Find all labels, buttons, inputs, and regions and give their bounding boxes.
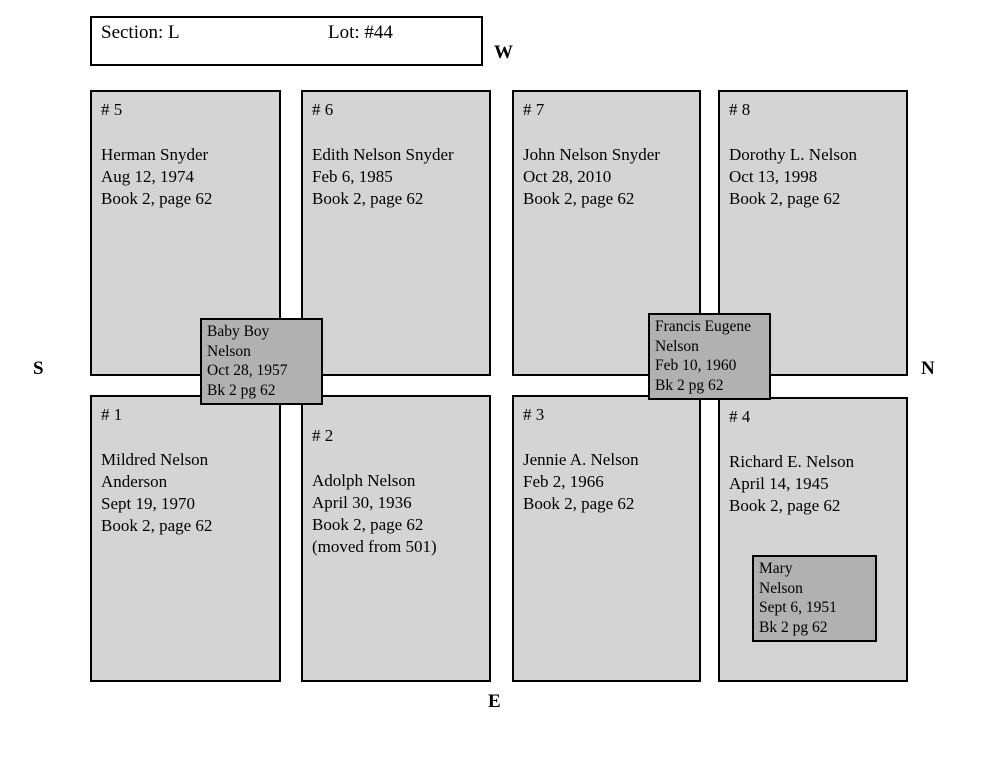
plot-number: # 4: [729, 407, 751, 426]
overlay-name-line: Francis Eugene: [655, 318, 751, 335]
plot-details: Herman Snyder Aug 12, 1974 Book 2, page …: [101, 144, 275, 210]
overlay-name-line-2: Nelson: [207, 342, 251, 360]
plot-book: Book 2, page 62: [312, 515, 424, 534]
overlay-name-line-2: Nelson: [655, 337, 699, 355]
plot-2: # 2 Adolph Nelson April 30, 1936 Book 2,…: [301, 395, 491, 682]
plot-date: Sept 19, 1970: [101, 494, 195, 513]
overlay-baby-boy-nelson: Baby Boy Nelson Oct 28, 1957 Bk 2 pg 62: [200, 318, 323, 405]
overlay-date: Feb 10, 1960: [655, 357, 737, 374]
plot-date: Oct 13, 1998: [729, 167, 818, 186]
plot-details: John Nelson Snyder Oct 28, 2010 Book 2, …: [523, 144, 695, 210]
plot-book: Book 2, page 62: [101, 516, 213, 535]
compass-south: S: [33, 358, 44, 379]
overlay-book: Bk 2 pg 62: [759, 618, 828, 636]
plot-1: # 1 Mildred Nelson Anderson Sept 19, 197…: [90, 395, 281, 682]
plot-name-2: Anderson: [101, 472, 168, 491]
compass-north: N: [921, 358, 935, 379]
plot-name: Edith Nelson Snyder: [312, 145, 454, 164]
plot-number: # 1: [101, 405, 123, 424]
overlay-francis-eugene-nelson: Francis Eugene Nelson Feb 10, 1960 Bk 2 …: [648, 313, 771, 400]
plot-details: Mildred Nelson Anderson Sept 19, 1970 Bo…: [101, 449, 275, 537]
plot-date: Oct 28, 2010: [523, 167, 612, 186]
plot-number: # 5: [101, 100, 123, 119]
plot-note: (moved from 501): [312, 537, 437, 556]
overlay-name-line-2: Nelson: [759, 579, 803, 597]
lot-label: Lot: #44: [328, 22, 393, 43]
plot-date: Feb 2, 1966: [523, 472, 604, 491]
plot-book: Book 2, page 62: [523, 189, 635, 208]
overlay-book: Bk 2 pg 62: [655, 376, 724, 394]
plot-3: # 3 Jennie A. Nelson Feb 2, 1966 Book 2,…: [512, 395, 701, 682]
plot-name: Herman Snyder: [101, 145, 209, 164]
overlay-mary-nelson: Mary Nelson Sept 6, 1951 Bk 2 pg 62: [752, 555, 877, 642]
compass-west: W: [494, 42, 513, 63]
section-label: Section: L: [101, 22, 180, 43]
plot-details: Adolph Nelson April 30, 1936 Book 2, pag…: [312, 470, 485, 558]
overlay-book: Bk 2 pg 62: [207, 381, 276, 399]
plot-name: John Nelson Snyder: [523, 145, 660, 164]
plot-date: April 14, 1945: [729, 474, 829, 493]
plot-name: Adolph Nelson: [312, 471, 416, 490]
plot-number: # 8: [729, 100, 751, 119]
plot-details: Dorothy L. Nelson Oct 13, 1998 Book 2, p…: [729, 144, 902, 210]
plot-name: Dorothy L. Nelson: [729, 145, 857, 164]
overlay-date: Oct 28, 1957: [207, 362, 288, 379]
plot-number: # 6: [312, 100, 334, 119]
lot-header-box: Section: L Lot: #44: [90, 16, 483, 66]
overlay-name-line: Baby Boy: [207, 323, 270, 340]
plot-5: # 5 Herman Snyder Aug 12, 1974 Book 2, p…: [90, 90, 281, 376]
overlay-date: Sept 6, 1951: [759, 599, 837, 616]
plot-6: # 6 Edith Nelson Snyder Feb 6, 1985 Book…: [301, 90, 491, 376]
plot-date: Feb 6, 1985: [312, 167, 393, 186]
plot-details: Jennie A. Nelson Feb 2, 1966 Book 2, pag…: [523, 449, 695, 515]
plot-name: Richard E. Nelson: [729, 452, 855, 471]
plot-book: Book 2, page 62: [729, 496, 841, 515]
plot-book: Book 2, page 62: [101, 189, 213, 208]
plot-number: # 3: [523, 405, 545, 424]
plot-date: April 30, 1936: [312, 493, 412, 512]
plot-number: # 7: [523, 100, 545, 119]
plot-book: Book 2, page 62: [523, 494, 635, 513]
plot-book: Book 2, page 62: [729, 189, 841, 208]
plot-date: Aug 12, 1974: [101, 167, 195, 186]
overlay-name-line: Mary: [759, 560, 793, 577]
plot-book: Book 2, page 62: [312, 189, 424, 208]
plot-name: Mildred Nelson: [101, 450, 209, 469]
compass-east: E: [488, 691, 501, 712]
plot-number: # 2: [312, 426, 334, 445]
plot-details: Edith Nelson Snyder Feb 6, 1985 Book 2, …: [312, 144, 485, 210]
plot-name: Jennie A. Nelson: [523, 450, 639, 469]
plot-details: Richard E. Nelson April 14, 1945 Book 2,…: [729, 451, 902, 517]
